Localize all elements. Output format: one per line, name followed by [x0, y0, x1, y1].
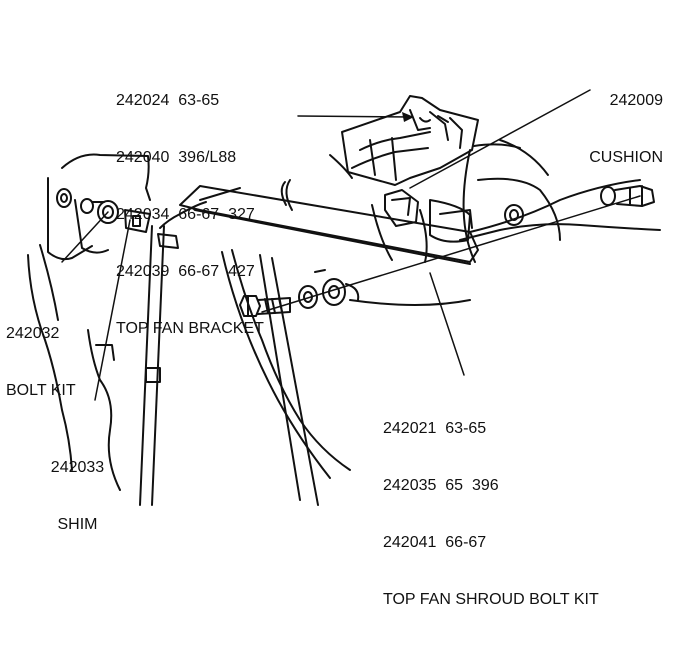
shim-label: 242033 SHIM [40, 420, 115, 572]
shim-part-name: SHIM [57, 516, 98, 533]
bracket-part-line-2: 242040 396/L88 [116, 149, 237, 166]
parts-diagram: 242024 63-65 242040 396/L88 242034 66-67… [6, 53, 663, 608]
top-fan-bracket [341, 95, 479, 263]
bolt-kit-label: 242032 BOLT KIT [6, 286, 76, 438]
leader-lines [61, 89, 641, 401]
leader-arrowheads [402, 112, 414, 122]
cushion-part-name: CUSHION [589, 149, 663, 166]
shroud-part-line-1: 242021 63-65 [383, 420, 487, 437]
left-bolt-hardware [56, 188, 119, 224]
shim-part-number: 242033 [50, 459, 105, 476]
bracket-part-line-3: 242034 66-67 327 [116, 206, 255, 223]
cushion-part-number: 242009 [609, 92, 663, 109]
bolt-kit-part-number: 242032 [6, 325, 60, 342]
right-bolt-hardware [504, 185, 655, 226]
bracket-part-line-4: 242039 66-67 427 [116, 263, 255, 280]
bolt-kit-part-name: BOLT KIT [6, 382, 76, 399]
shroud-part-line-2: 242035 65 396 [383, 477, 499, 494]
bracket-part-name: TOP FAN BRACKET [116, 320, 264, 337]
shroud-bolt-kit-label: 242021 63-65 242035 65 396 242041 66-67 … [383, 381, 599, 647]
top-fan-bracket-label: 242024 63-65 242040 396/L88 242034 66-67… [116, 53, 264, 376]
radiator-upper-tank [124, 201, 207, 506]
shroud-part-line-3: 242041 66-67 [383, 534, 487, 551]
bracket-part-line-1: 242024 63-65 [116, 92, 220, 109]
shroud-part-name: TOP FAN SHROUD BOLT KIT [383, 591, 599, 608]
radiator-support [27, 153, 151, 491]
diagram-drawing [27, 89, 661, 506]
cushion-label: 242009 CUSHION [589, 53, 663, 205]
shroud-bolt-hardware [239, 269, 360, 317]
